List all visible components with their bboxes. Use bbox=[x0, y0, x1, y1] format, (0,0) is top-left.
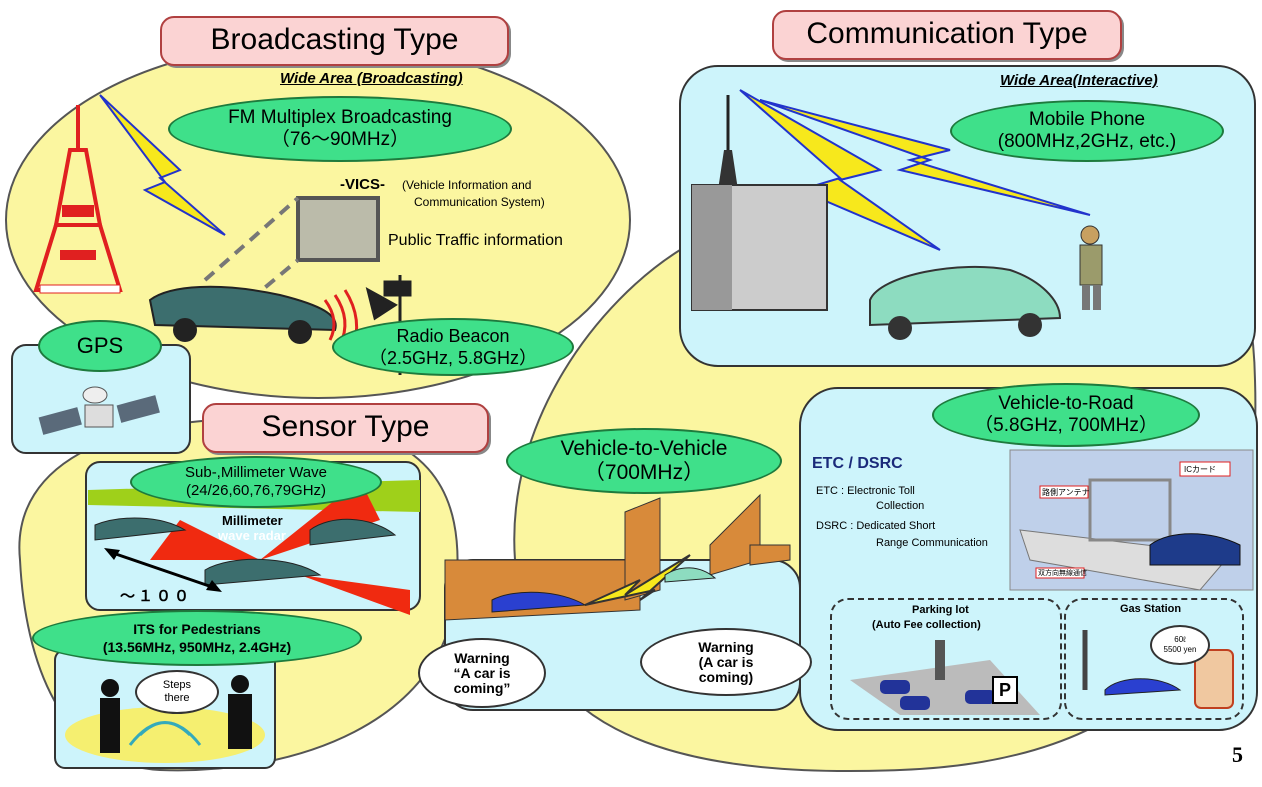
steps-line1: Steps bbox=[162, 679, 192, 691]
etc-tag3: 双方向無線通信 bbox=[1038, 570, 1087, 577]
pedestrian-signal-icon bbox=[128, 721, 202, 746]
gas-car-icon bbox=[1104, 678, 1182, 696]
v2v-pill: Vehicle-to-Vehicle （700MHz） bbox=[506, 428, 782, 494]
parking-lot-box bbox=[830, 598, 1062, 720]
broadcast-signal-icon bbox=[99, 94, 226, 236]
vics-label: -VICS- bbox=[340, 176, 385, 193]
parked-car-icon-2 bbox=[900, 696, 930, 710]
public-traffic-label: Public Traffic information bbox=[388, 232, 563, 249]
v2v-line2: （700MHz） bbox=[583, 461, 705, 484]
blue-car-icon bbox=[491, 591, 587, 613]
etc-car-icon bbox=[1149, 533, 1241, 566]
orange-wall-post bbox=[624, 497, 661, 601]
mobile-line2: (800MHz,2GHz, etc.) bbox=[997, 131, 1177, 152]
pedestrian-icon-2 bbox=[228, 675, 252, 749]
mobile-signal-icon bbox=[739, 89, 941, 251]
person-icon bbox=[1079, 225, 1103, 310]
communication-subtitle: Wide Area(Interactive) bbox=[1000, 72, 1158, 89]
gas-price-bubble: 60ℓ 5500 yen bbox=[1150, 625, 1210, 665]
mobile-line1: Mobile Phone bbox=[1028, 109, 1146, 130]
radar-beam-red bbox=[260, 480, 380, 560]
sensor-car-icon-2 bbox=[204, 558, 322, 586]
wave-line1: Sub-,Millimeter Wave bbox=[185, 464, 327, 481]
distance-label: ～１００ bbox=[120, 588, 193, 605]
broadcasting-subtitle: Wide Area (Broadcasting) bbox=[280, 70, 463, 87]
pedestrian-icon bbox=[100, 679, 120, 753]
sensor-type-title: Sensor Type bbox=[202, 403, 489, 453]
warn1-line1: Warning bbox=[454, 649, 510, 666]
parking-line2: (Auto Fee collection) bbox=[872, 619, 981, 631]
gas-bubble2: 5500 yen bbox=[1163, 645, 1197, 654]
parked-car-icon-3 bbox=[965, 690, 995, 704]
v2r-pill: Vehicle-to-Road （5.8GHz, 700MHz） bbox=[932, 383, 1200, 447]
radar-line2: wave radar bbox=[218, 528, 286, 543]
radar-beam-red-2 bbox=[300, 575, 410, 615]
satellite-icon bbox=[38, 386, 160, 435]
warn1-line3: coming” bbox=[453, 679, 511, 696]
parked-car-icon bbox=[880, 680, 910, 694]
building-icon bbox=[691, 95, 828, 311]
v2v-signal-icon bbox=[584, 554, 691, 606]
distance-arrow bbox=[109, 550, 216, 590]
radio-beacon-line2: （2.5GHz, 5.8GHz） bbox=[368, 348, 538, 368]
warning-bubble-1: Warning “A car is coming” bbox=[418, 638, 546, 708]
mobile-signal-icon-2 bbox=[759, 99, 1091, 216]
gas-station-box bbox=[1064, 598, 1244, 720]
ped-line1: ITS for Pedestrians bbox=[133, 621, 261, 637]
fm-multiplex-pill: FM Multiplex Broadcasting （76～90MHz） bbox=[168, 96, 512, 162]
vics-desc1: (Vehicle Information and bbox=[402, 178, 532, 192]
dsrc-def1: DSRC : Dedicated Short bbox=[816, 520, 936, 532]
millimeter-wave-pill: Sub-,Millimeter Wave (24/26,60,76,79GHz) bbox=[130, 456, 382, 508]
orange-wall-left bbox=[444, 559, 641, 621]
etc-def1: ETC : Electronic Toll bbox=[816, 485, 915, 497]
fuel-pump-icon bbox=[1194, 649, 1234, 709]
gas-bubble1: 60ℓ bbox=[1174, 635, 1186, 644]
v2r-line2: （5.8GHz, 700MHz） bbox=[974, 415, 1158, 436]
parking-meter-icon bbox=[935, 640, 945, 680]
tv-tower-icon bbox=[33, 105, 123, 294]
gps-label: GPS bbox=[76, 333, 124, 358]
ped-line2: (13.56MHz, 950MHz, 2.4GHz) bbox=[102, 639, 292, 655]
orange-wall-right-2 bbox=[749, 544, 791, 566]
its-pedestrians-pill: ITS for Pedestrians (13.56MHz, 950MHz, 2… bbox=[32, 610, 362, 666]
gas-title: Gas Station bbox=[1120, 603, 1182, 615]
page-number: 5 bbox=[1232, 742, 1243, 767]
mobile-phone-pill: Mobile Phone (800MHz,2GHz, etc.) bbox=[950, 100, 1224, 162]
radio-beacon-pill: Radio Beacon （2.5GHz, 5.8GHz） bbox=[332, 318, 574, 376]
warn1-line2: “A car is bbox=[453, 664, 511, 681]
navigation-map-icon bbox=[296, 196, 380, 262]
v2v-line1: Vehicle-to-Vehicle bbox=[560, 437, 728, 460]
sensor-car-icon-3 bbox=[309, 518, 397, 546]
radio-beacon-line1: Radio Beacon bbox=[396, 326, 510, 346]
steps-line2: there bbox=[164, 692, 190, 704]
sensor-car-icon bbox=[94, 517, 187, 541]
fm-line2: （76～90MHz） bbox=[270, 129, 410, 150]
broadcasting-type-title: Broadcasting Type bbox=[160, 16, 509, 66]
wave-line2: (24/26,60,76,79GHz) bbox=[185, 482, 327, 499]
warn2-line2: (A car is bbox=[698, 653, 754, 670]
fm-line1: FM Multiplex Broadcasting bbox=[228, 107, 452, 128]
radar-line1: Millimeter bbox=[222, 513, 283, 528]
vics-desc2: Communication System) bbox=[414, 195, 545, 209]
steps-bubble: Steps there bbox=[135, 670, 219, 714]
warning-bubble-2: Warning (A car is coming) bbox=[640, 628, 812, 696]
teal-car-icon bbox=[664, 567, 717, 583]
communication-type-title: Communication Type bbox=[772, 10, 1122, 60]
etc-tag1: 路側アンテナ bbox=[1042, 488, 1090, 497]
etc-def2: Collection bbox=[876, 500, 925, 512]
parking-sign: P bbox=[992, 676, 1018, 704]
gps-pill: GPS bbox=[38, 320, 162, 372]
green-car-icon bbox=[869, 265, 1062, 340]
warn2-line3: coming) bbox=[698, 668, 754, 685]
etc-tag2: ICカード bbox=[1184, 465, 1216, 474]
parking-line1: Parking lot bbox=[912, 604, 969, 616]
warn2-line1: Warning bbox=[698, 638, 754, 655]
v2r-line1: Vehicle-to-Road bbox=[998, 393, 1134, 414]
etc-dsrc-title: ETC / DSRC bbox=[812, 455, 903, 472]
dsrc-def2: Range Communication bbox=[876, 537, 988, 549]
